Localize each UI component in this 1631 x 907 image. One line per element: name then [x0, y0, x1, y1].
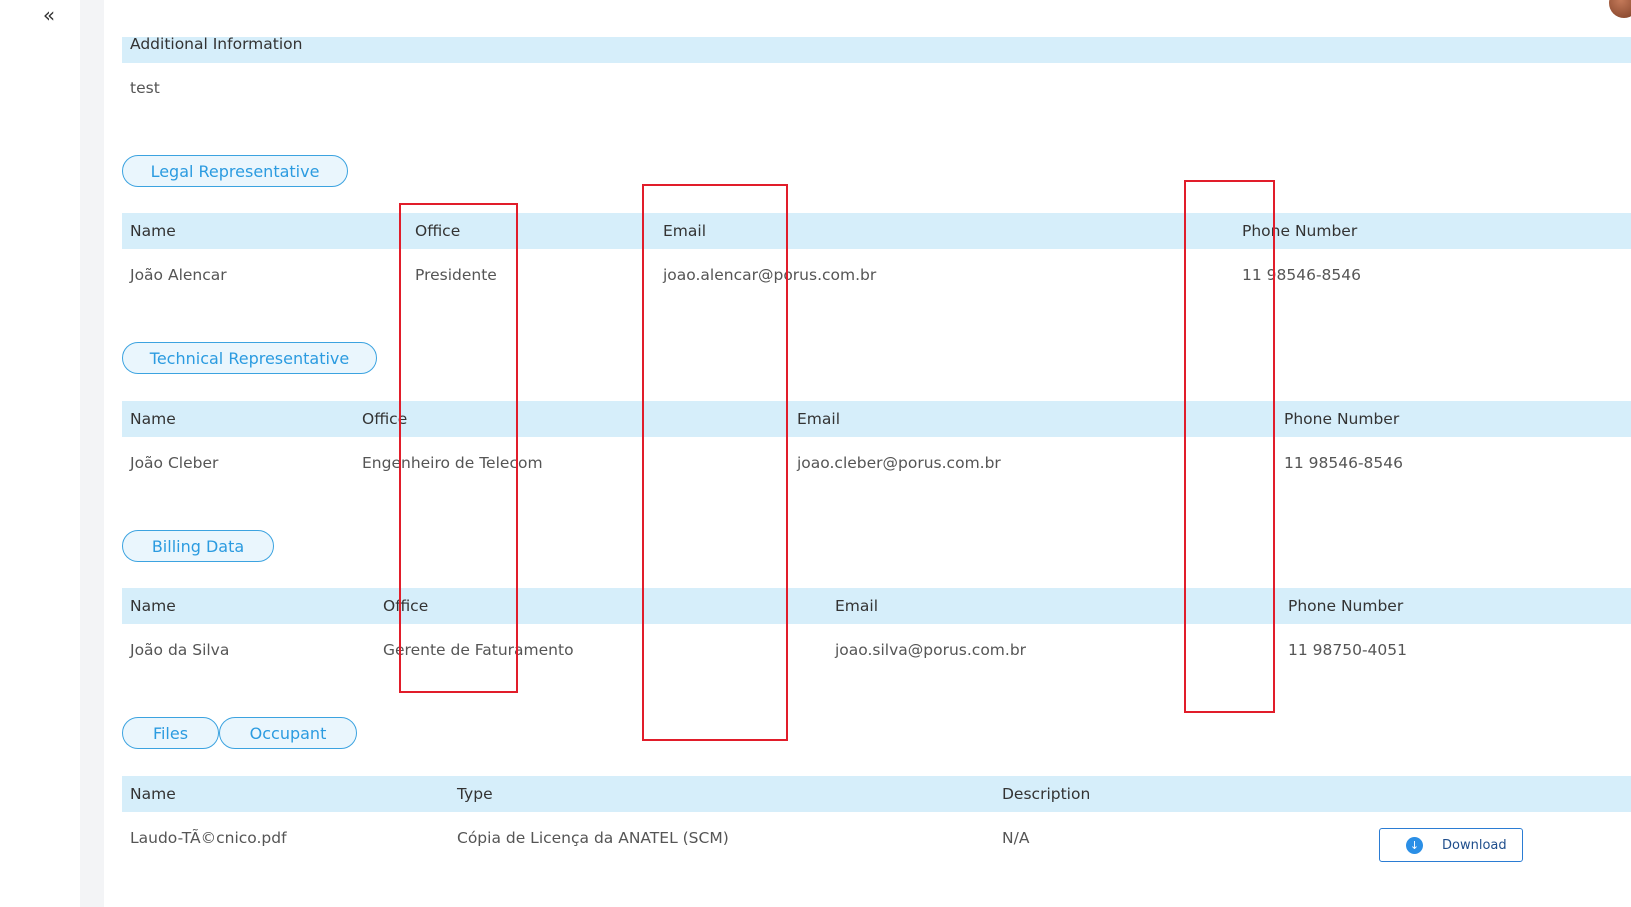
billing-phone-value: 11 98750-4051 — [1288, 641, 1407, 659]
billing-col-name: Name — [130, 597, 176, 615]
billing-office-value: Gerente de Faturamento — [383, 641, 574, 659]
technical-phone-value: 11 98546-8546 — [1284, 454, 1403, 472]
billing-header-bar — [122, 588, 1631, 624]
technical-representative-pill[interactable]: Technical Representative — [122, 342, 377, 374]
legal-office-value: Presidente — [415, 266, 497, 284]
technical-col-phone: Phone Number — [1284, 410, 1400, 428]
legal-col-email: Email — [663, 222, 707, 240]
legal-col-name: Name — [130, 222, 176, 240]
billing-name-value: João da Silva — [130, 641, 230, 659]
files-col-name: Name — [130, 785, 176, 803]
top-bar — [104, 0, 1631, 38]
billing-col-phone: Phone Number — [1288, 597, 1404, 615]
files-header-bar — [122, 776, 1631, 812]
files-col-type: Type — [457, 785, 493, 803]
additional-info-value: test — [130, 79, 160, 97]
file-type-value: Cópia de Licença da ANATEL (SCM) — [457, 829, 729, 847]
billing-col-email: Email — [835, 597, 879, 615]
download-button[interactable]: ↓ Download — [1379, 828, 1523, 862]
collapse-sidebar-icon[interactable]: « — [42, 3, 56, 27]
legal-col-office: Office — [415, 222, 461, 240]
file-name-value: Laudo-TÃ©cnico.pdf — [130, 829, 287, 847]
sidebar: « — [0, 0, 80, 907]
legal-header-bar — [122, 213, 1631, 249]
file-description-value: N/A — [1002, 829, 1030, 847]
avatar[interactable] — [1609, 0, 1631, 18]
additional-info-heading: Additional Information — [130, 35, 303, 53]
technical-email-value: joao.cleber@porus.com.br — [797, 454, 1001, 472]
billing-data-pill[interactable]: Billing Data — [122, 530, 274, 562]
occupant-tab[interactable]: Occupant — [219, 717, 357, 749]
files-tab[interactable]: Files — [122, 717, 219, 749]
details-panel — [104, 38, 1631, 907]
legal-email-value: joao.alencar@porus.com.br — [663, 266, 877, 284]
technical-col-name: Name — [130, 410, 176, 428]
technical-name-value: João Cleber — [130, 454, 219, 472]
legal-phone-value: 11 98546-8546 — [1242, 266, 1361, 284]
legal-name-value: João Alencar — [130, 266, 227, 284]
technical-col-email: Email — [797, 410, 841, 428]
technical-header-bar — [122, 401, 1631, 437]
technical-col-office: Office — [362, 410, 408, 428]
download-icon: ↓ — [1406, 837, 1423, 854]
billing-col-office: Office — [383, 597, 429, 615]
files-col-description: Description — [1002, 785, 1091, 803]
content-gutter — [80, 0, 104, 907]
technical-office-value: Engenheiro de Telecom — [362, 454, 543, 472]
legal-representative-pill[interactable]: Legal Representative — [122, 155, 348, 187]
legal-col-phone: Phone Number — [1242, 222, 1358, 240]
download-label: Download — [1442, 838, 1507, 853]
additional-info-header-bar — [122, 37, 1631, 63]
billing-email-value: joao.silva@porus.com.br — [835, 641, 1027, 659]
